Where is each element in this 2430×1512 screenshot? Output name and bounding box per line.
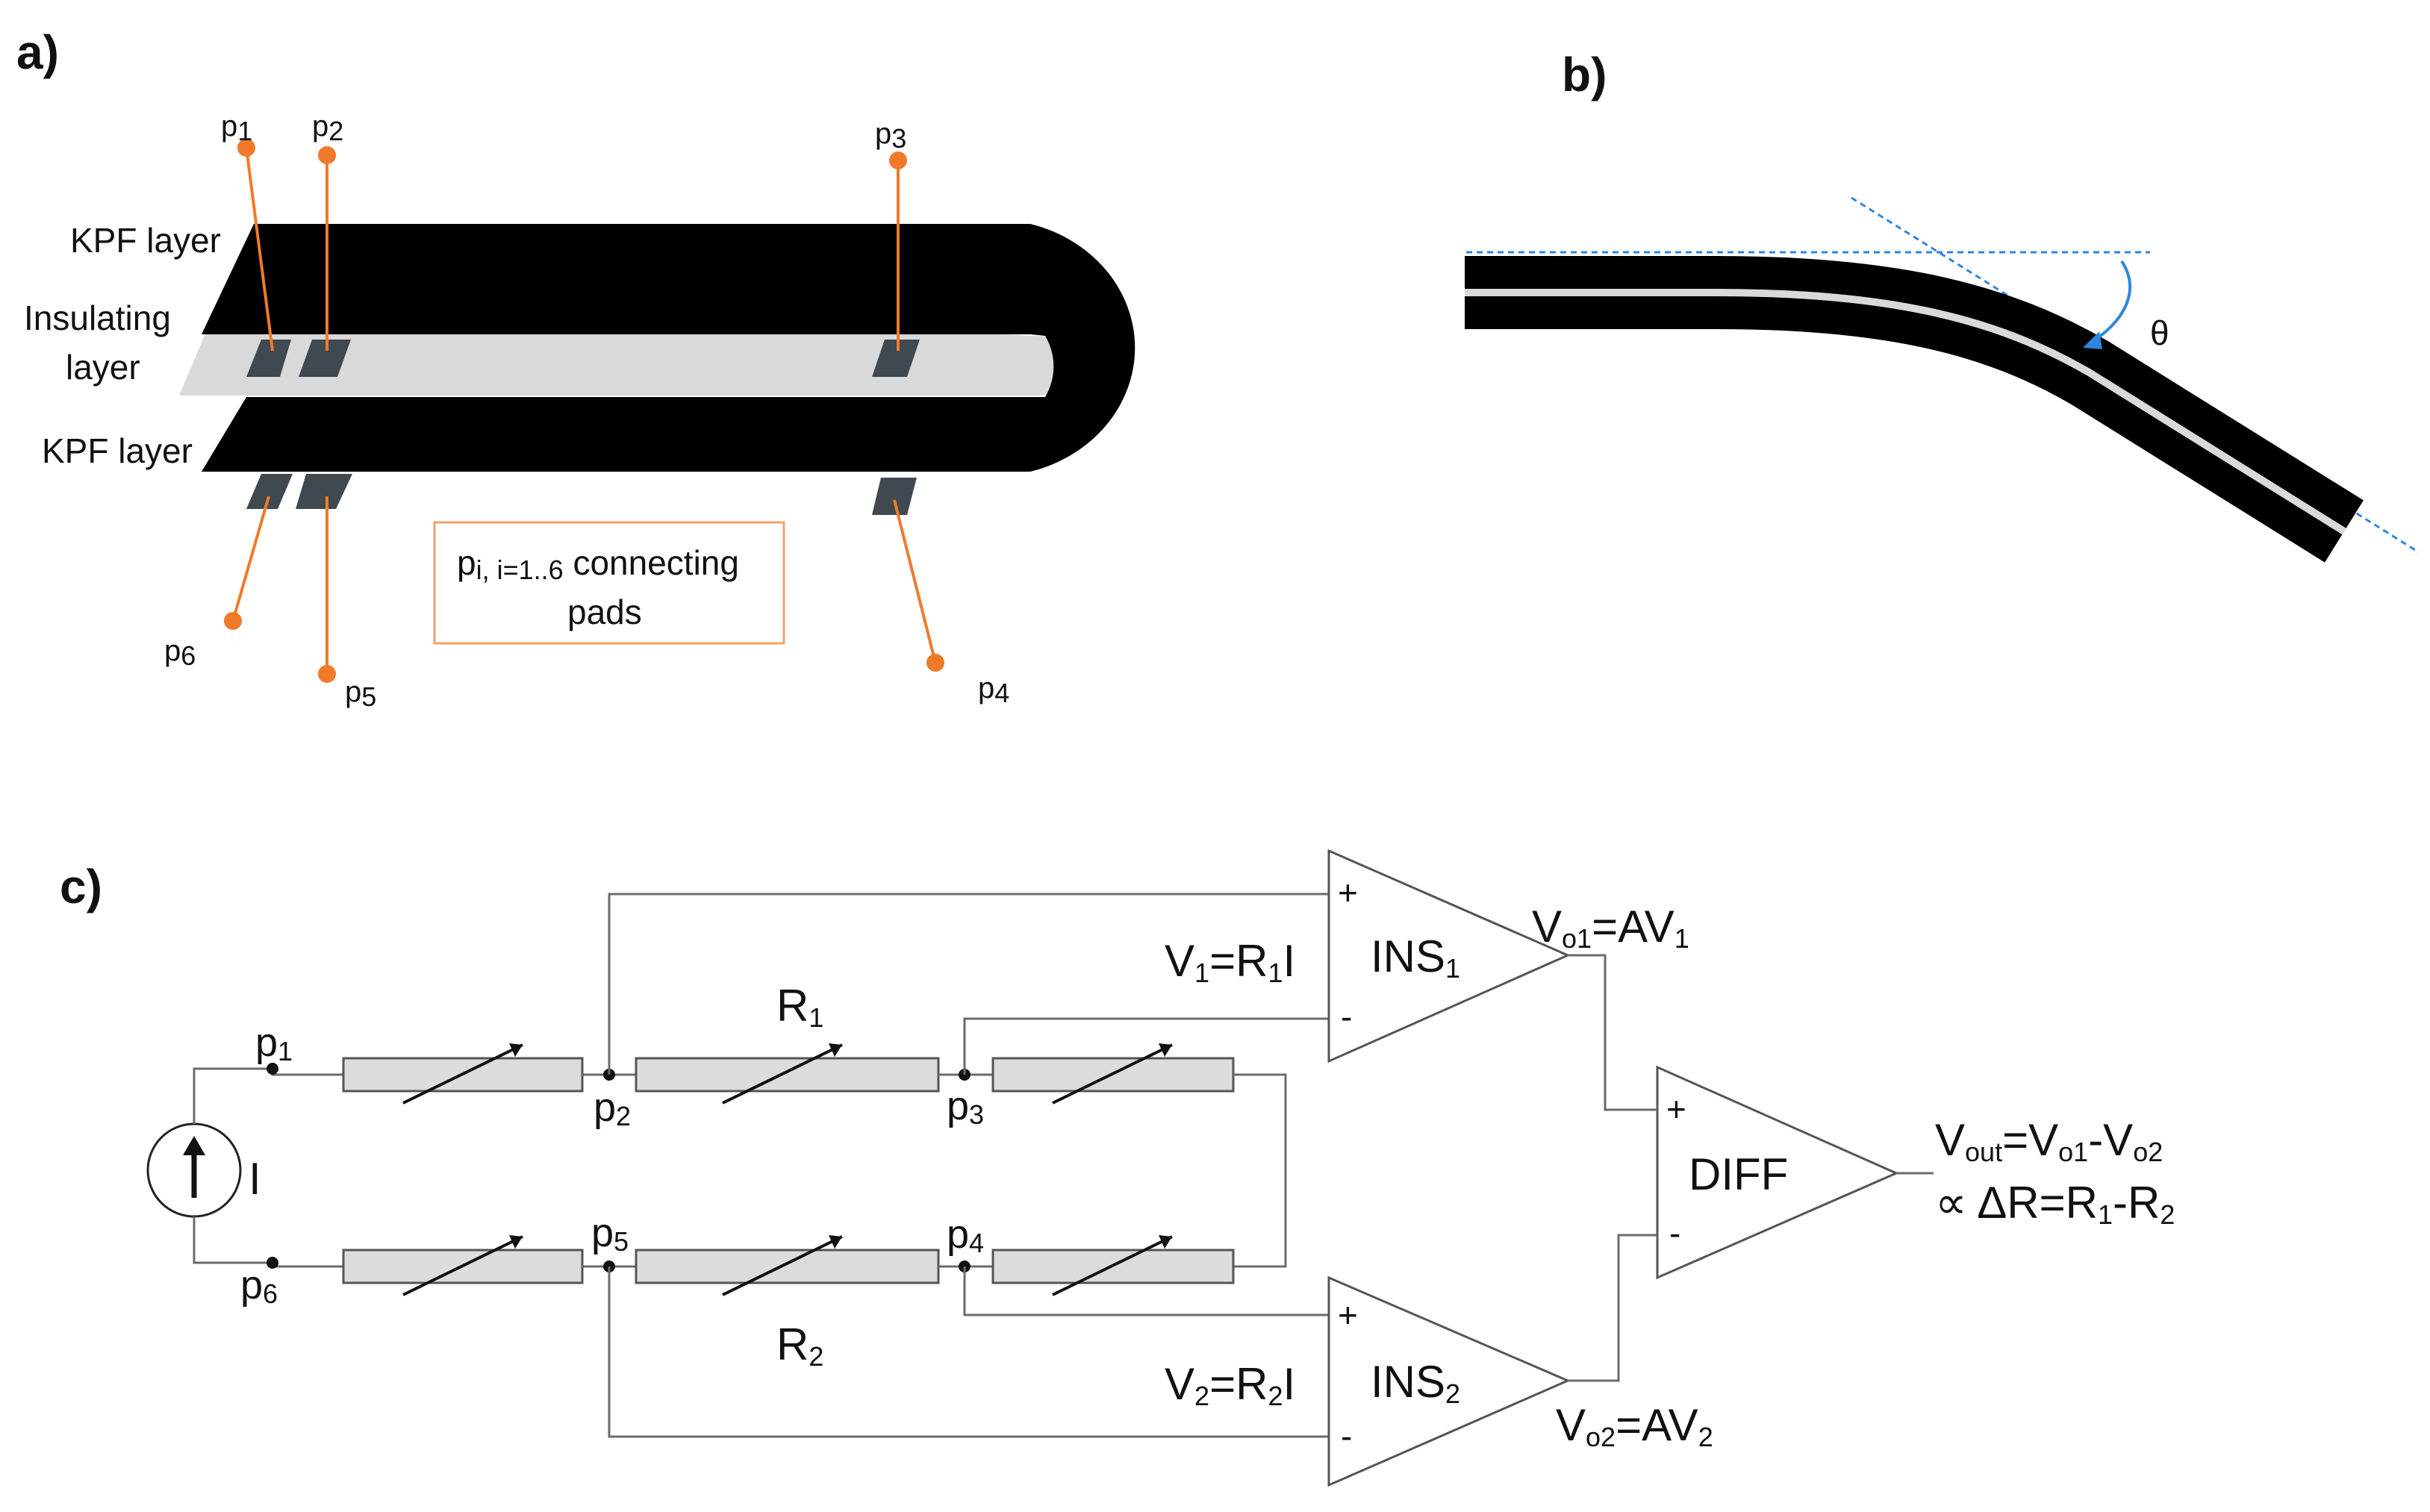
var-arrow-r2 (722, 1235, 843, 1296)
label-kpf-top: KPF layer (70, 221, 221, 260)
wire-loop-right (1233, 1073, 1287, 1268)
label-r1: R1 (776, 981, 823, 1033)
panel-b: θ (1418, 196, 2420, 563)
equation-delta-r: ∝ ΔR=R1-R2 (1935, 1178, 2175, 1230)
pad-6-bottom (246, 474, 293, 509)
node-label-p2: p2 (594, 1085, 631, 1131)
wire-ins2-to-diff-minus (1568, 1234, 1657, 1382)
ins2-minus: - (1341, 1416, 1352, 1455)
lead-p4-dot (926, 654, 944, 672)
angle-arrowhead (2083, 331, 2102, 349)
diff-plus: + (1666, 1090, 1686, 1128)
label-insulating-1: Insulating (24, 299, 171, 337)
angle-arc (2091, 260, 2131, 343)
kpf-layer-bottom (202, 397, 1064, 472)
equation-v2: V2=R2I (1165, 1359, 1295, 1411)
legend-line-1: pi, i=1..6 connecting (457, 543, 739, 585)
wire-p5-to-ins2-minus (608, 1266, 1329, 1438)
ins1-plus: + (1338, 873, 1358, 912)
var-arrow-bottom-3 (1052, 1235, 1173, 1296)
var-head-r2 (829, 1235, 842, 1249)
pad-label-p5: p5 (345, 675, 376, 712)
kpf-layer-top (202, 224, 1135, 472)
panel-c-labels: I p1 p2 p3 p4 p5 p6 R1 R2 INS1 INS2 DIFF… (240, 873, 2175, 1455)
resistor-r1 (635, 1057, 940, 1093)
lead-p3-dot (889, 151, 907, 169)
label-insulating-2: layer (66, 348, 140, 387)
ins1-minus: - (1341, 997, 1352, 1036)
label-ins2: INS2 (1371, 1357, 1460, 1409)
node-label-p3: p3 (947, 1084, 984, 1130)
current-arrow-head (183, 1136, 205, 1155)
wire-p4-to-ins2-plus (963, 1266, 1329, 1316)
panel-a-label: a) (16, 25, 59, 79)
var-head-bottom-3 (1159, 1235, 1172, 1249)
label-ins1: INS1 (1371, 931, 1460, 984)
angle-label: θ (2150, 313, 2169, 352)
ins2-plus: + (1338, 1296, 1358, 1334)
source-label: I (249, 1154, 261, 1204)
lead-p2-dot (318, 146, 336, 164)
equation-vo1: Vo1=AV1 (1532, 902, 1689, 954)
diff-minus: - (1669, 1213, 1680, 1252)
panel-c (146, 849, 1934, 1487)
wire-ins1-to-diff-plus (1568, 954, 1657, 1111)
pad-1-top (246, 340, 291, 377)
node-p6 (267, 1257, 278, 1269)
var-head-top-3 (1159, 1043, 1172, 1057)
pad-2-top (299, 340, 351, 377)
var-arrow-top-3 (1052, 1043, 1173, 1105)
node-label-p6: p6 (240, 1263, 278, 1309)
pad-label-p2: p2 (312, 110, 343, 146)
panel-b-label: b) (1562, 48, 1607, 101)
node-p1 (267, 1063, 278, 1075)
pad-5-bottom (296, 474, 352, 509)
node-label-p5: p5 (591, 1210, 629, 1257)
resistor-r2 (635, 1249, 940, 1284)
bent-strip (1465, 256, 2364, 563)
node-label-p4: p4 (947, 1212, 984, 1258)
amplifier-ins2 (1327, 1275, 1571, 1487)
var-arrow-r1 (722, 1043, 843, 1105)
equation-v1: V1=R1I (1165, 936, 1295, 988)
amplifier-diff (1656, 1065, 1899, 1280)
bent-strip-insulator (1465, 289, 2346, 535)
node-label-p1: p1 (255, 1020, 293, 1066)
pad-label-p1: p1 (221, 110, 252, 146)
legend-box (433, 521, 785, 645)
lead-p4 (893, 499, 937, 663)
lead-p1 (245, 147, 274, 352)
pad-label-p4: p4 (978, 672, 1009, 708)
label-diff: DIFF (1689, 1149, 1788, 1199)
var-head-top-1 (509, 1043, 523, 1057)
pad-3-top (872, 340, 920, 377)
pad-label-p6: p6 (164, 634, 196, 671)
var-arrow-bottom-1 (402, 1235, 523, 1296)
equation-vout: Vout=Vo1-Vo2 (1935, 1115, 2163, 1167)
amplifier-ins1 (1327, 849, 1571, 1063)
wire-p2-to-ins1-plus (608, 893, 1329, 1075)
var-arrow-top-1 (402, 1043, 523, 1105)
panel-a: p1 p2 p3 p4 p5 p6 KPF layer Insulating l… (24, 110, 1135, 712)
pad-label-p3: p3 (875, 117, 906, 154)
var-head-r1 (829, 1043, 842, 1057)
wire-p3-to-ins1-minus (963, 1017, 1329, 1075)
equation-vo2: Vo2=AV2 (1556, 1400, 1713, 1452)
wire-source-top (193, 1067, 343, 1124)
label-kpf-bottom: KPF layer (42, 431, 193, 470)
var-head-bottom-1 (509, 1235, 523, 1249)
lead-p6-dot (224, 612, 242, 630)
panel-c-label: c) (60, 860, 102, 913)
lead-p6 (231, 496, 270, 622)
lead-p5-dot (318, 665, 336, 683)
lead-p1-dot (237, 139, 255, 157)
label-r2: R2 (776, 1319, 823, 1372)
strip-left-clip (1418, 224, 1465, 373)
legend-line-2: pads (567, 593, 642, 631)
pad-4-bottom (872, 478, 917, 515)
